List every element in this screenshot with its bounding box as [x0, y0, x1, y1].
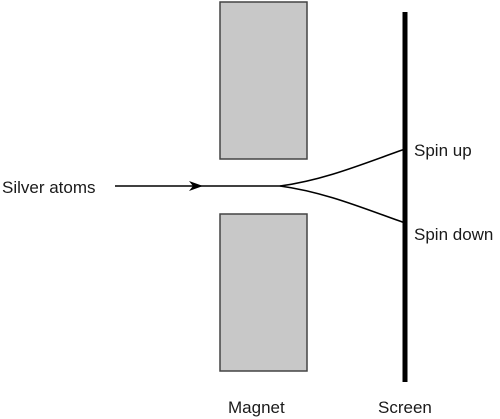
magnet-lower — [219, 213, 308, 372]
silver-atoms-label: Silver atoms — [2, 178, 96, 197]
beam-arrowhead-icon — [189, 181, 203, 191]
spin-up-label: Spin up — [414, 141, 472, 160]
spin-down-label: Spin down — [414, 225, 493, 244]
screen-label: Screen — [378, 398, 432, 417]
magnet-upper — [219, 1, 308, 160]
spin-down-path — [279, 185, 406, 224]
spin-up-path — [279, 148, 406, 187]
magnet-label: Magnet — [228, 398, 285, 417]
